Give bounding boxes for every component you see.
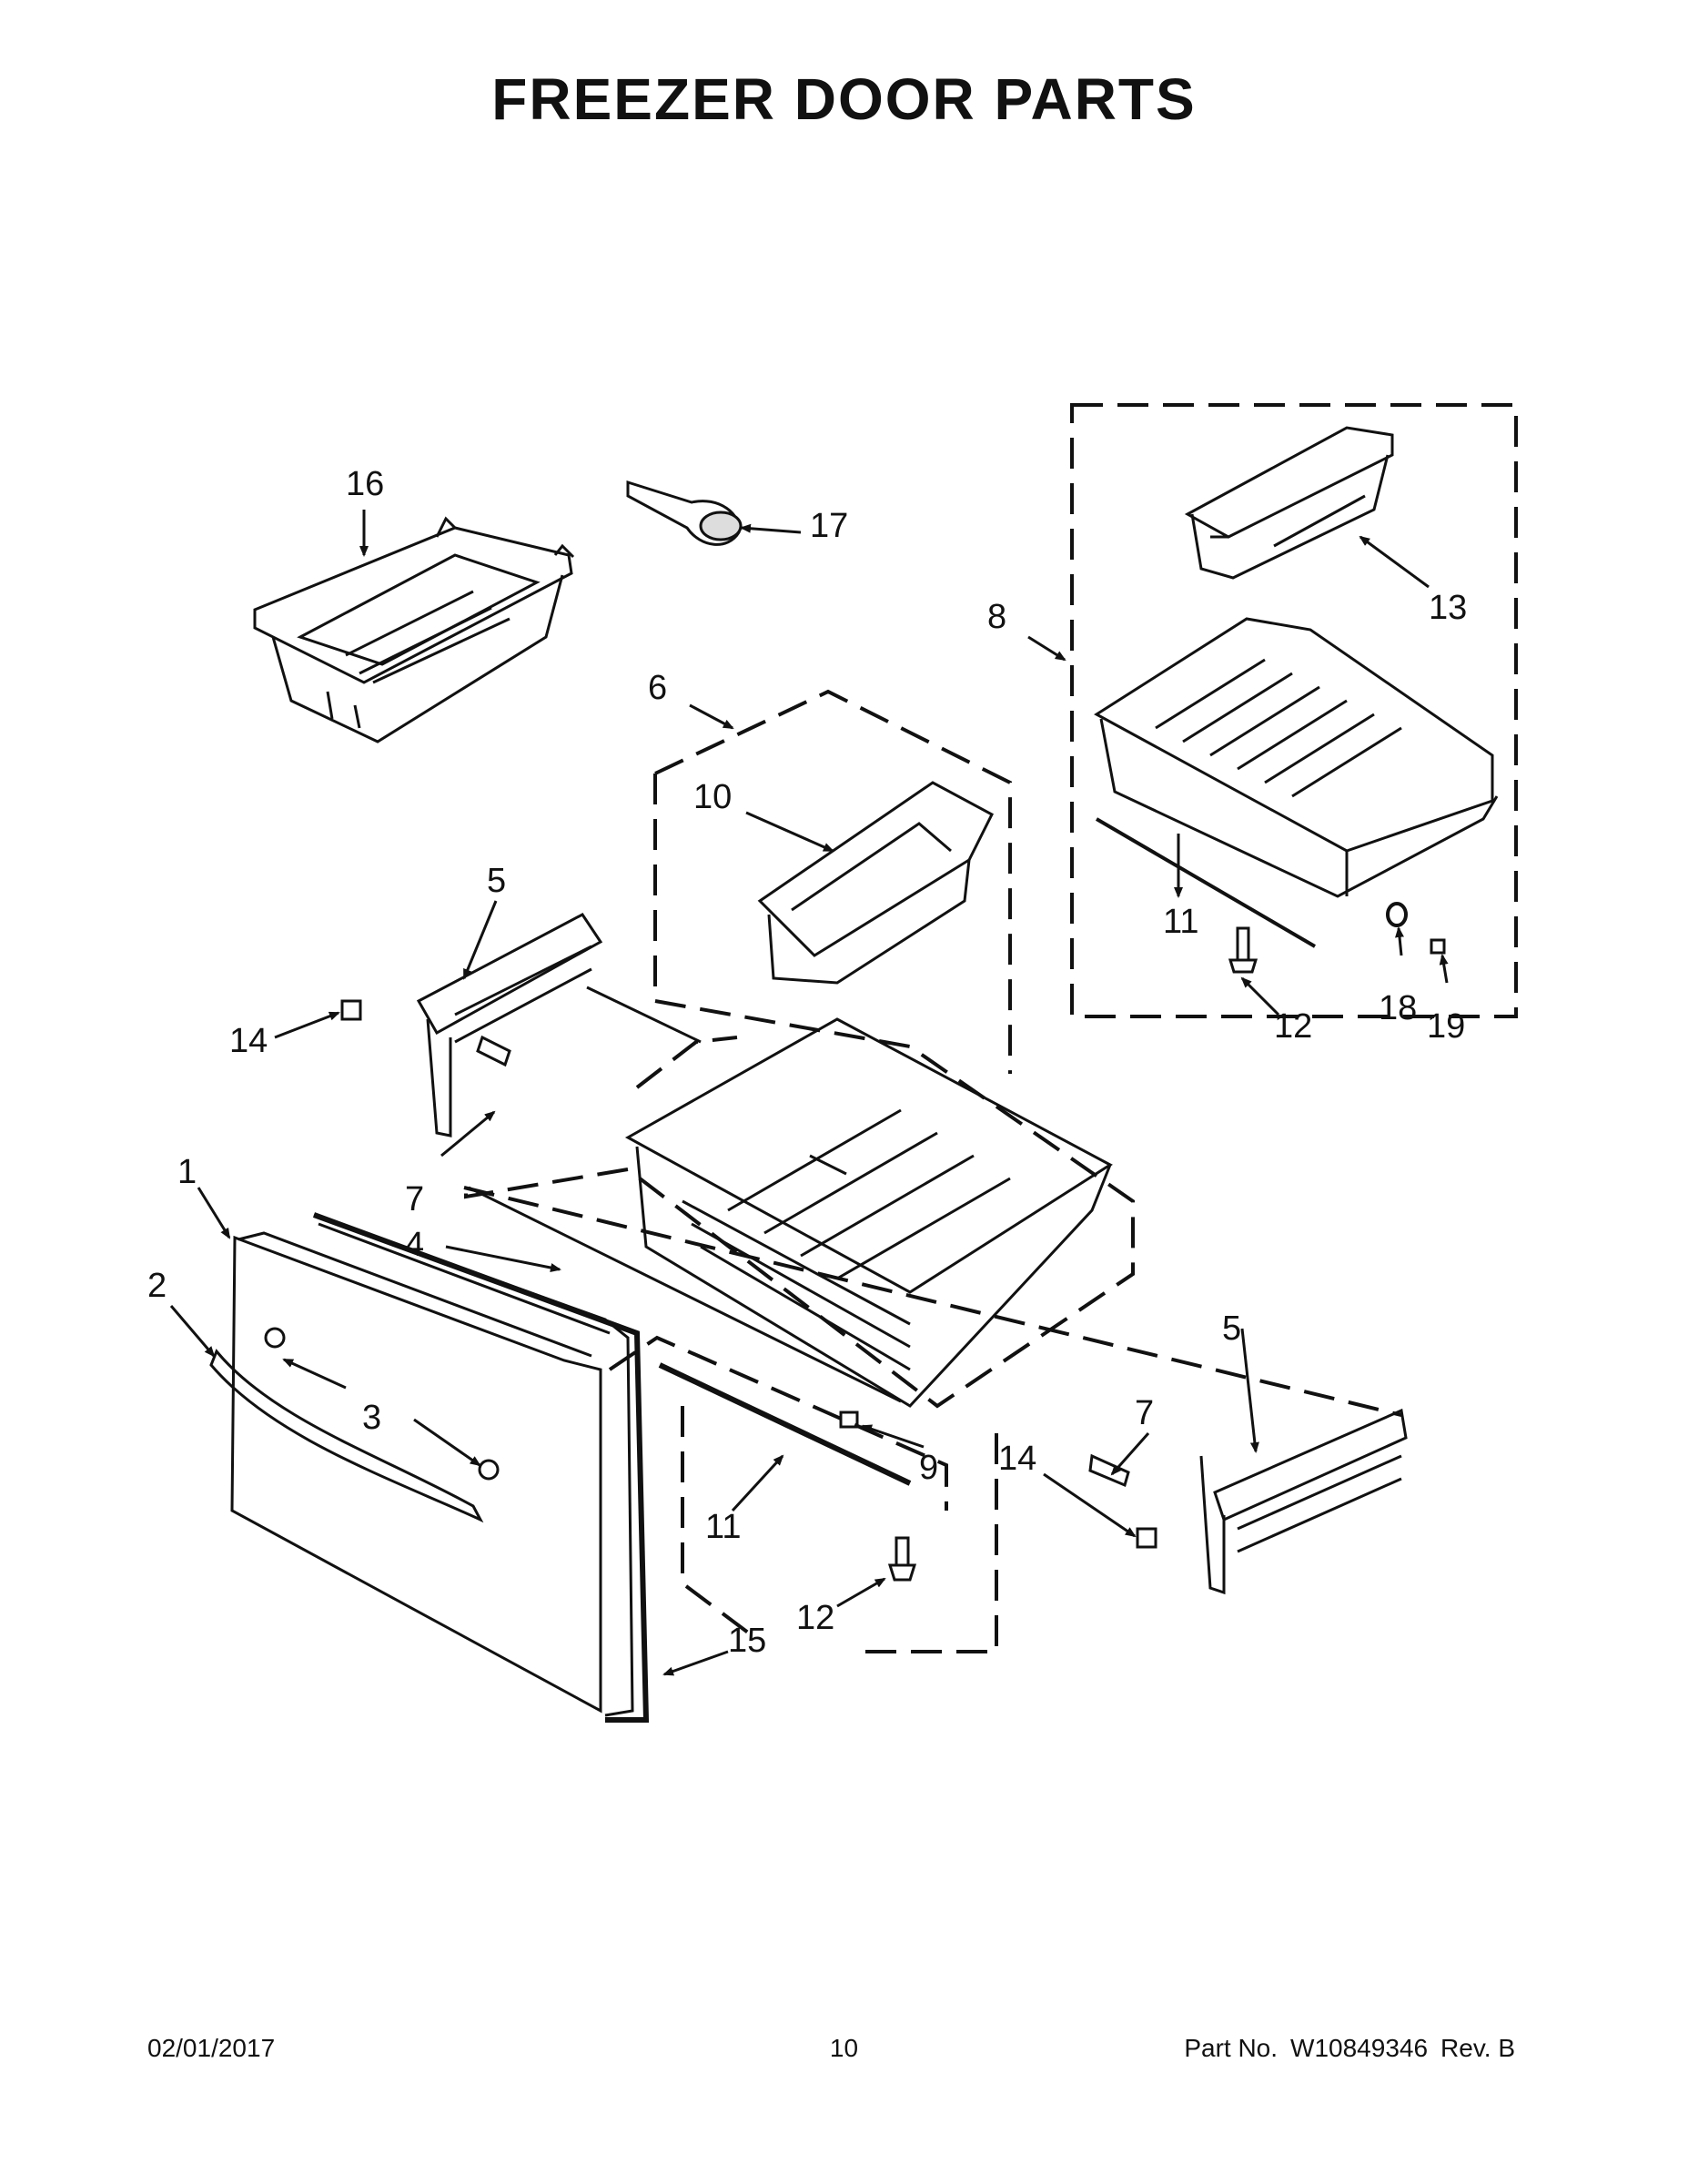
ice-scoop-part-17 [626,480,743,546]
callout-5-left: 5 [487,862,506,900]
rod-part-11-lower [658,1362,912,1486]
bumper-part-9 [839,1410,859,1429]
callout-15: 15 [728,1622,766,1660]
callout-10: 10 [693,778,732,816]
divider-part-10 [757,781,994,985]
callout-9: 9 [919,1449,938,1487]
callout-17: 17 [810,507,848,545]
screw-part-12-upper [1228,926,1258,974]
callout-19: 19 [1427,1007,1465,1046]
freezer-basket [624,1017,1113,1408]
assembly-box-6 [464,689,1135,1409]
callout-5-right: 5 [1222,1309,1241,1348]
callout-7-right: 7 [1135,1394,1154,1432]
washer-part-18 [1386,902,1408,927]
slide-rail-right-part-5 [1199,1408,1408,1595]
rod-part-11-upper [1095,817,1317,948]
page-title: FREEZER DOOR PARTS [491,66,1197,132]
clip-part-14-left [340,999,362,1021]
callout-11-upper: 11 [1163,903,1198,941]
handle-screw-part-3 [264,1327,500,1481]
footer-date: 02/01/2017 [147,2034,276,2062]
footer-part-number: Part No. W10849346 Rev. B [1184,2034,1515,2063]
door-handle-part-2 [209,1349,484,1523]
footer-page-number: 10 [829,2034,859,2062]
slide-rail-left-part-5 [416,913,702,1138]
assembly-box-8 [1070,403,1518,1018]
callout-11-lower: 11 [705,1508,741,1546]
part-number-value: W10849346 [1290,2034,1429,2062]
callout-4: 4 [405,1226,424,1264]
leader-lines [169,510,1449,1676]
callout-3: 3 [362,1399,381,1437]
callout-14-right: 14 [998,1440,1036,1478]
callout-2: 2 [147,1267,167,1305]
callout-6: 6 [648,669,667,707]
gasket-part-15 [312,1212,650,1723]
callout-16: 16 [346,465,384,503]
small-bin-part-13 [1184,426,1394,580]
freezer-door-part-1 [230,1213,634,1717]
revision-label: Rev. B [1440,2034,1515,2062]
bolt-part-7-left [476,1035,511,1067]
callout-7-left: 7 [405,1180,424,1218]
callout-8: 8 [987,598,1006,636]
screw-part-12-lower [887,1536,917,1582]
callout-12-upper: 12 [1274,1007,1312,1046]
clip-part-14-right [1136,1527,1157,1549]
callout-18: 18 [1379,989,1417,1027]
bushing-part-19 [1430,938,1446,955]
callout-14-left: 14 [229,1022,268,1060]
ice-bin-part-16 [253,516,575,743]
callout-13: 13 [1429,589,1467,627]
upper-basket-part-8 [1094,617,1499,898]
rod-part-4 [468,1186,902,1403]
assembly-box-15 [463,1186,1402,1653]
callout-12-lower: 12 [796,1599,834,1637]
part-number-label: Part No. [1184,2034,1279,2062]
callout-1: 1 [177,1153,197,1191]
